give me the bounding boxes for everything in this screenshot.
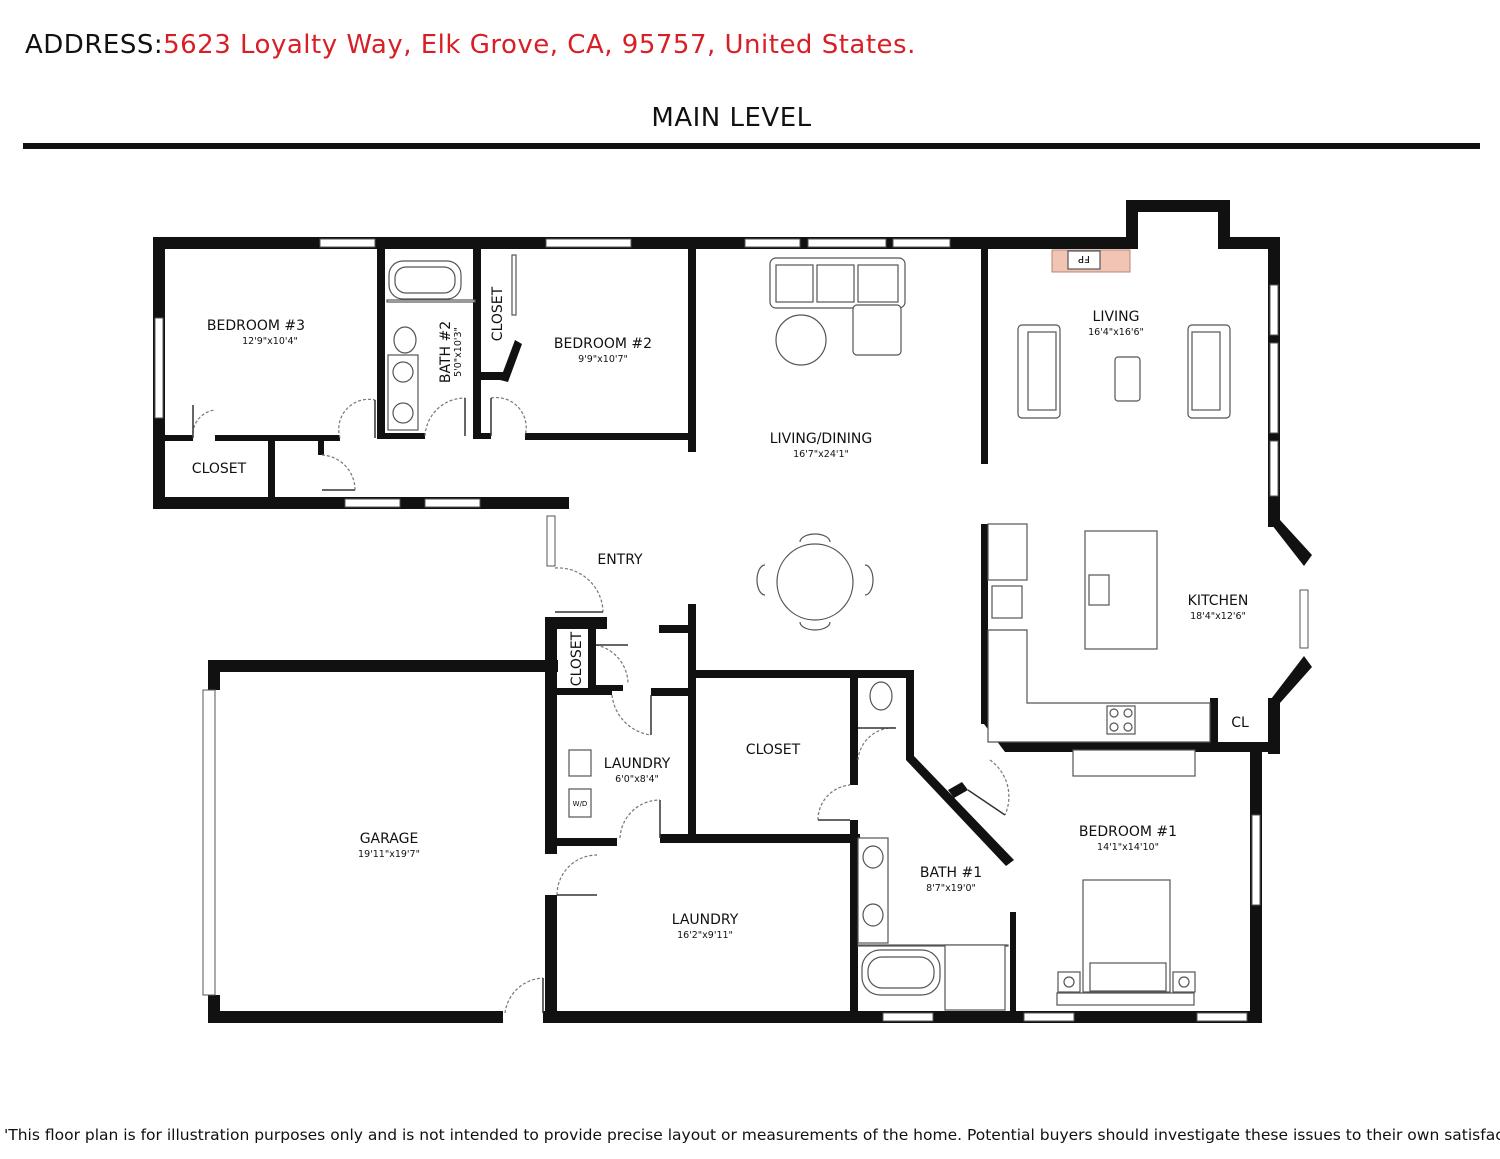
address-line: ADDRESS:5623 Loyalty Way, Elk Grove, CA,… — [25, 30, 916, 60]
room-bedroom2-name: BEDROOM #2 — [554, 336, 652, 352]
address-label: ADDRESS: — [25, 30, 164, 60]
toilet-bath2 — [393, 326, 417, 354]
washer-dryer-label: W/D — [573, 800, 588, 808]
room-entry-name: ENTRY — [597, 552, 643, 568]
room-closet-b2-name: CLOSET — [490, 286, 506, 341]
room-laundry-large-dims: 16'2"x9'11" — [677, 930, 733, 941]
fixtures: FP W/D — [386, 249, 1231, 1011]
windows — [154, 238, 1309, 1022]
living-table — [1114, 356, 1141, 402]
room-garage-dims: 19'11"x19'7" — [358, 849, 420, 860]
room-bedroom1-dims: 14'1"x14'10" — [1097, 842, 1159, 853]
room-bedroom3-dims: 12'9"x10'4" — [242, 336, 298, 347]
room-bedroom1-name: BEDROOM #1 — [1079, 824, 1177, 840]
room-kitchen-name: KITCHEN — [1188, 593, 1249, 609]
coffee-table — [775, 314, 827, 366]
room-kitchen-dims: 18'4"x12'6" — [1190, 611, 1246, 622]
disclaimer-text: 'This floor plan is for illustration pur… — [4, 1126, 1500, 1144]
bed-frame — [1056, 992, 1195, 1006]
dresser-bedroom1 — [1072, 749, 1196, 777]
header-divider — [23, 143, 1480, 149]
room-living-dining-dims: 16'7"x24'1" — [793, 449, 849, 460]
dining-table — [776, 543, 854, 621]
room-bath2-name: BATH #2 — [438, 321, 454, 383]
room-living-dims: 16'4"x16'6" — [1088, 327, 1144, 338]
fridge — [991, 585, 1023, 619]
room-bedroom3-name: BEDROOM #3 — [207, 318, 305, 334]
room-closet-mid-name: CLOSET — [746, 742, 801, 758]
room-laundry-large-name: LAUNDRY — [672, 912, 739, 928]
shower — [944, 944, 1006, 1011]
room-bath1-dims: 8'7"x19'0" — [926, 883, 976, 894]
kitchen-counter-left — [987, 523, 1028, 581]
room-labels: BEDROOM #3 12'9"x10'4" BATH #2 5'0"x10'3… — [192, 286, 1249, 941]
kitchen-sink — [1088, 574, 1110, 606]
level-title: MAIN LEVEL — [651, 103, 812, 133]
room-cl-name: CL — [1231, 715, 1249, 731]
room-living-dining-name: LIVING/DINING — [770, 431, 873, 447]
room-bath2-dims: 5'0"x10'3" — [453, 327, 464, 377]
closet-rod — [511, 254, 517, 316]
sink-laundry — [568, 749, 592, 777]
room-laundry-small-dims: 6'0"x8'4" — [615, 774, 659, 785]
room-living-name: LIVING — [1093, 309, 1140, 325]
address-value: 5623 Loyalty Way, Elk Grove, CA, 95757, … — [163, 30, 916, 60]
toilet-bath1 — [869, 681, 893, 711]
door-swings — [192, 396, 1010, 1014]
fireplace-label: FP — [1078, 253, 1090, 264]
room-garage-name: GARAGE — [360, 831, 419, 847]
room-bedroom2-dims: 9'9"x10'7" — [578, 354, 628, 365]
room-closet-entry-name: CLOSET — [569, 631, 585, 686]
room-closet-b3-name: CLOSET — [192, 461, 247, 477]
room-laundry-small-name: LAUNDRY — [604, 756, 671, 772]
washer-dryer — [568, 788, 592, 818]
room-bath1-name: BATH #1 — [920, 865, 982, 881]
